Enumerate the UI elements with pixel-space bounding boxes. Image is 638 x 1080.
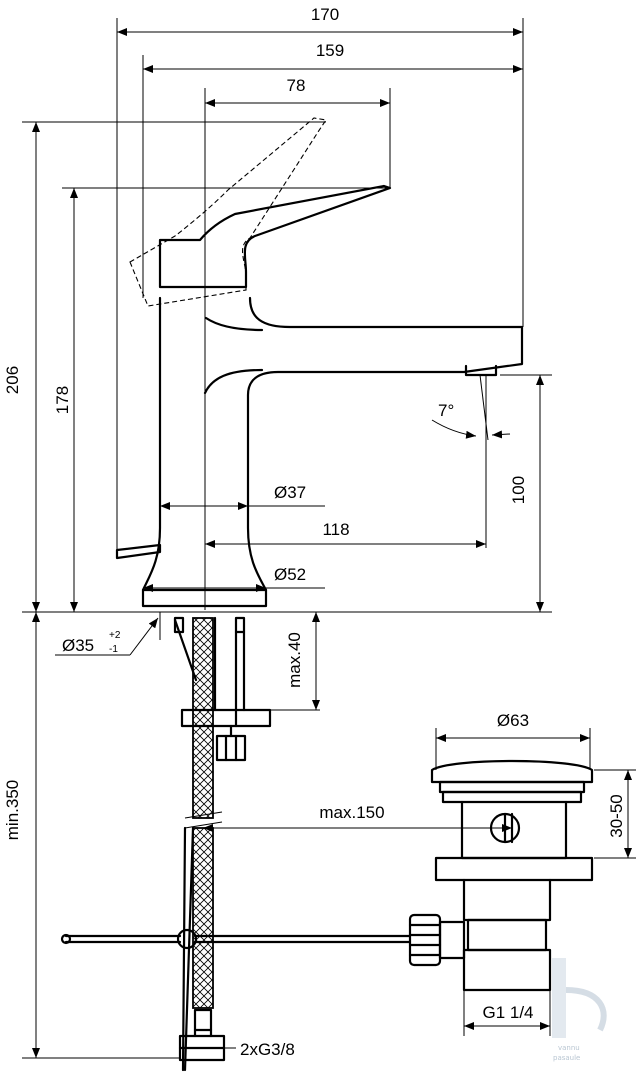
dim-118-label: 118 bbox=[322, 520, 349, 539]
dim-100-label: 100 bbox=[509, 476, 528, 504]
pop-up-waste bbox=[60, 759, 594, 992]
dim-max40: max.40 bbox=[270, 612, 320, 711]
dim-78-label: 78 bbox=[287, 76, 306, 95]
dim-63-label: Ø63 bbox=[497, 711, 529, 730]
dim-max150: max.150 bbox=[203, 803, 512, 832]
dim-206-label: 206 bbox=[3, 366, 22, 394]
dim-52: Ø52 bbox=[143, 565, 325, 592]
watermark-line2: pasaule bbox=[553, 1054, 580, 1062]
dim-30-50-label: 30-50 bbox=[607, 794, 626, 837]
dim-2xg38-label: 2xG3/8 bbox=[240, 1040, 295, 1059]
dim-35-tol-minus: -1 bbox=[109, 644, 118, 655]
dim-7-degree: 7° bbox=[431, 374, 511, 441]
dim-35: Ø35 +2 -1 bbox=[55, 612, 161, 656]
dim-159-label: 159 bbox=[316, 41, 344, 60]
dim-min350-label: min.350 bbox=[3, 780, 22, 840]
dim-max40-label: max.40 bbox=[285, 632, 304, 688]
dim-g1-14: G1 1/4 bbox=[463, 990, 551, 1036]
dim-170-label: 170 bbox=[311, 5, 339, 24]
dim-37: Ø37 bbox=[160, 483, 325, 510]
dim-178: 178 bbox=[53, 187, 390, 612]
dim-max150-label: max.150 bbox=[319, 803, 384, 822]
dim-2xg38: 2xG3/8 bbox=[224, 1040, 295, 1059]
dim-100: 100 bbox=[320, 374, 552, 613]
dim-178-label: 178 bbox=[53, 386, 72, 414]
dim-52-label: Ø52 bbox=[274, 565, 306, 584]
dim-30-50: 30-50 bbox=[594, 769, 636, 859]
dim-g1-14-label: G1 1/4 bbox=[482, 1003, 533, 1022]
dim-7-label: 7° bbox=[438, 401, 454, 420]
deck-fixings bbox=[173, 616, 272, 1072]
dim-206: 206 bbox=[3, 121, 326, 613]
dim-118: 118 bbox=[205, 440, 487, 548]
dim-63: Ø63 bbox=[435, 711, 591, 770]
dim-min350: min.350 bbox=[3, 612, 180, 1059]
faucet-outline bbox=[115, 184, 524, 608]
dim-37-label: Ø37 bbox=[274, 483, 306, 502]
dim-35-label: Ø35 bbox=[62, 636, 94, 655]
dim-159: 159 bbox=[142, 41, 523, 298]
watermark-line1: vannu bbox=[558, 1044, 580, 1052]
dim-78: 78 bbox=[204, 76, 391, 610]
dim-170: 170 bbox=[116, 5, 524, 550]
watermark-logo: vannu pasaule bbox=[552, 958, 607, 1062]
dim-35-tol-plus: +2 bbox=[109, 630, 121, 641]
